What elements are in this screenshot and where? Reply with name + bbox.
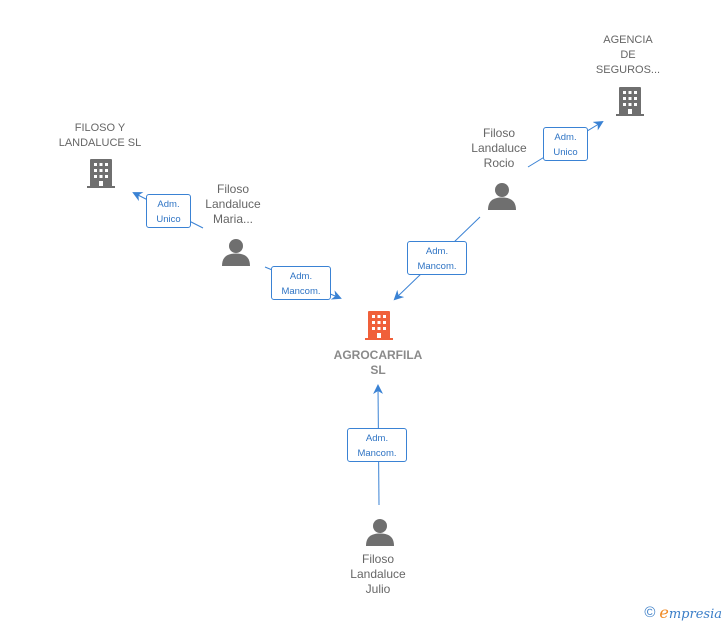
agrocarfila-label[interactable]: AGROCARFILA SL <box>318 348 438 378</box>
julio-label-line1: Filoso <box>361 552 394 566</box>
brand-name: empresia <box>659 603 722 622</box>
edge-label-maria-to-agrocarfila[interactable]: Adm. Mancom. <box>271 266 331 300</box>
agrocarfila-label-line2: SL <box>370 363 386 377</box>
brand-rest: mpresia <box>668 607 722 622</box>
filoso-y-landaluce-label-line1: FILOSO Y <box>74 122 126 134</box>
edge-label-julio-to-agrocarfila[interactable]: Adm. Mancom. <box>347 428 407 462</box>
rocio-label[interactable]: Filoso Landaluce Rocio <box>459 126 539 171</box>
edge-label-rocio-to-agencia-line2: Unico <box>553 147 578 158</box>
maria-label-line1: Filoso <box>216 182 249 196</box>
agencia-seguros-label-line2: DE <box>620 49 636 61</box>
edge-label-maria-to-filoso[interactable]: Adm. Unico <box>146 194 191 228</box>
julio-label-line3: Julio <box>365 582 391 596</box>
agencia-seguros-label[interactable]: AGENCIA DE SEGUROS... <box>578 33 678 78</box>
maria-label[interactable]: Filoso Landaluce Maria... <box>193 182 273 227</box>
rocio-label-line2: Landaluce <box>471 141 527 155</box>
rocio-label-line1: Filoso <box>482 126 515 140</box>
edge-label-julio-to-agrocarfila-line1: Adm. <box>365 433 389 444</box>
edge-label-maria-to-filoso-line1: Adm. <box>157 199 180 210</box>
maria-label-line2: Landaluce <box>205 197 261 211</box>
agencia-seguros-label-line3: SEGUROS... <box>595 64 661 76</box>
agencia-seguros-building-icon <box>616 87 644 116</box>
agrocarfila-label-line1: AGROCARFILA <box>333 348 423 362</box>
maria-label-line3: Maria... <box>212 212 253 226</box>
copyright-icon: © <box>644 604 656 621</box>
edge-label-maria-to-agrocarfila-line1: Adm. <box>289 271 313 282</box>
edge-label-maria-to-filoso-line2: Unico <box>156 214 181 225</box>
agencia-seguros-label-line1: AGENCIA <box>603 34 653 46</box>
edge-label-julio-to-agrocarfila-line2: Mancom. <box>357 448 397 459</box>
filoso-y-landaluce-building-icon <box>87 159 115 188</box>
filoso-y-landaluce-label[interactable]: FILOSO Y LANDALUCE SL <box>40 121 160 151</box>
rocio-person-icon <box>488 183 516 210</box>
agrocarfila-building-icon <box>365 311 393 340</box>
rocio-label-line3: Rocio <box>483 156 515 170</box>
edge-label-rocio-to-agrocarfila-line2: Mancom. <box>417 261 457 272</box>
edge-label-rocio-to-agencia[interactable]: Adm. Unico <box>543 127 588 161</box>
julio-person-icon <box>366 519 394 546</box>
julio-label-line2: Landaluce <box>350 567 406 581</box>
edge-label-rocio-to-agrocarfila[interactable]: Adm. Mancom. <box>407 241 467 275</box>
edge-label-rocio-to-agrocarfila-line1: Adm. <box>425 246 449 257</box>
edge-label-rocio-to-agencia-line1: Adm. <box>554 132 577 143</box>
edge-label-maria-to-agrocarfila-line2: Mancom. <box>281 286 321 297</box>
filoso-y-landaluce-label-line2: LANDALUCE SL <box>58 137 142 149</box>
julio-label[interactable]: Filoso Landaluce Julio <box>338 552 418 597</box>
maria-person-icon <box>222 239 250 266</box>
brand-first-letter: e <box>659 603 669 622</box>
empresia-watermark[interactable]: © empresia <box>644 603 722 622</box>
